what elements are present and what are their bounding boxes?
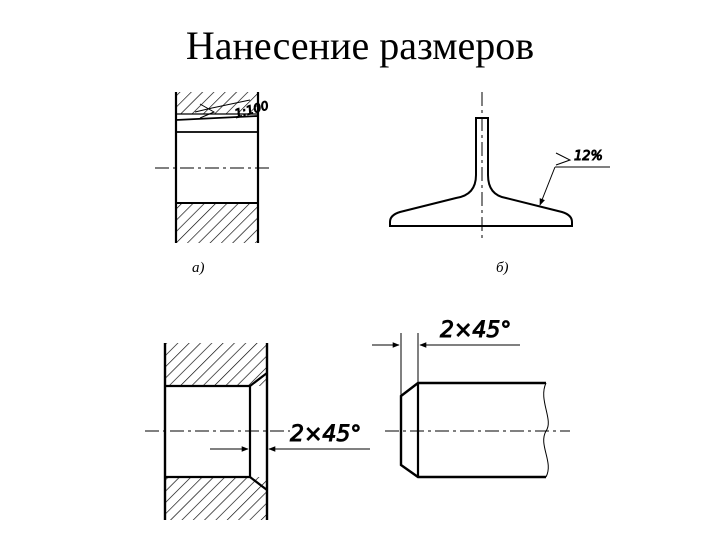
slope-annotation: 12%	[574, 149, 603, 164]
hatch-hole-top	[165, 343, 267, 386]
figure-shaft-chamfer: 2×45°	[372, 318, 570, 479]
hatch-hole-bottom	[165, 477, 267, 520]
hole-chamfer-annotation: 2×45°	[290, 422, 361, 447]
hatch-bottom	[176, 203, 258, 243]
figure-a-taper: 1:100	[155, 92, 272, 243]
shaft-chamfer-annotation: 2×45°	[440, 318, 511, 343]
figure-hole-chamfer: 2×45°	[145, 343, 370, 520]
figure-b-slope: 12%	[389, 92, 610, 238]
hatch-top	[176, 92, 258, 114]
figure-a-label: а)	[192, 260, 205, 276]
figure-b-label: б)	[496, 260, 509, 276]
slide-title: Нанесение размеров	[185, 23, 535, 68]
